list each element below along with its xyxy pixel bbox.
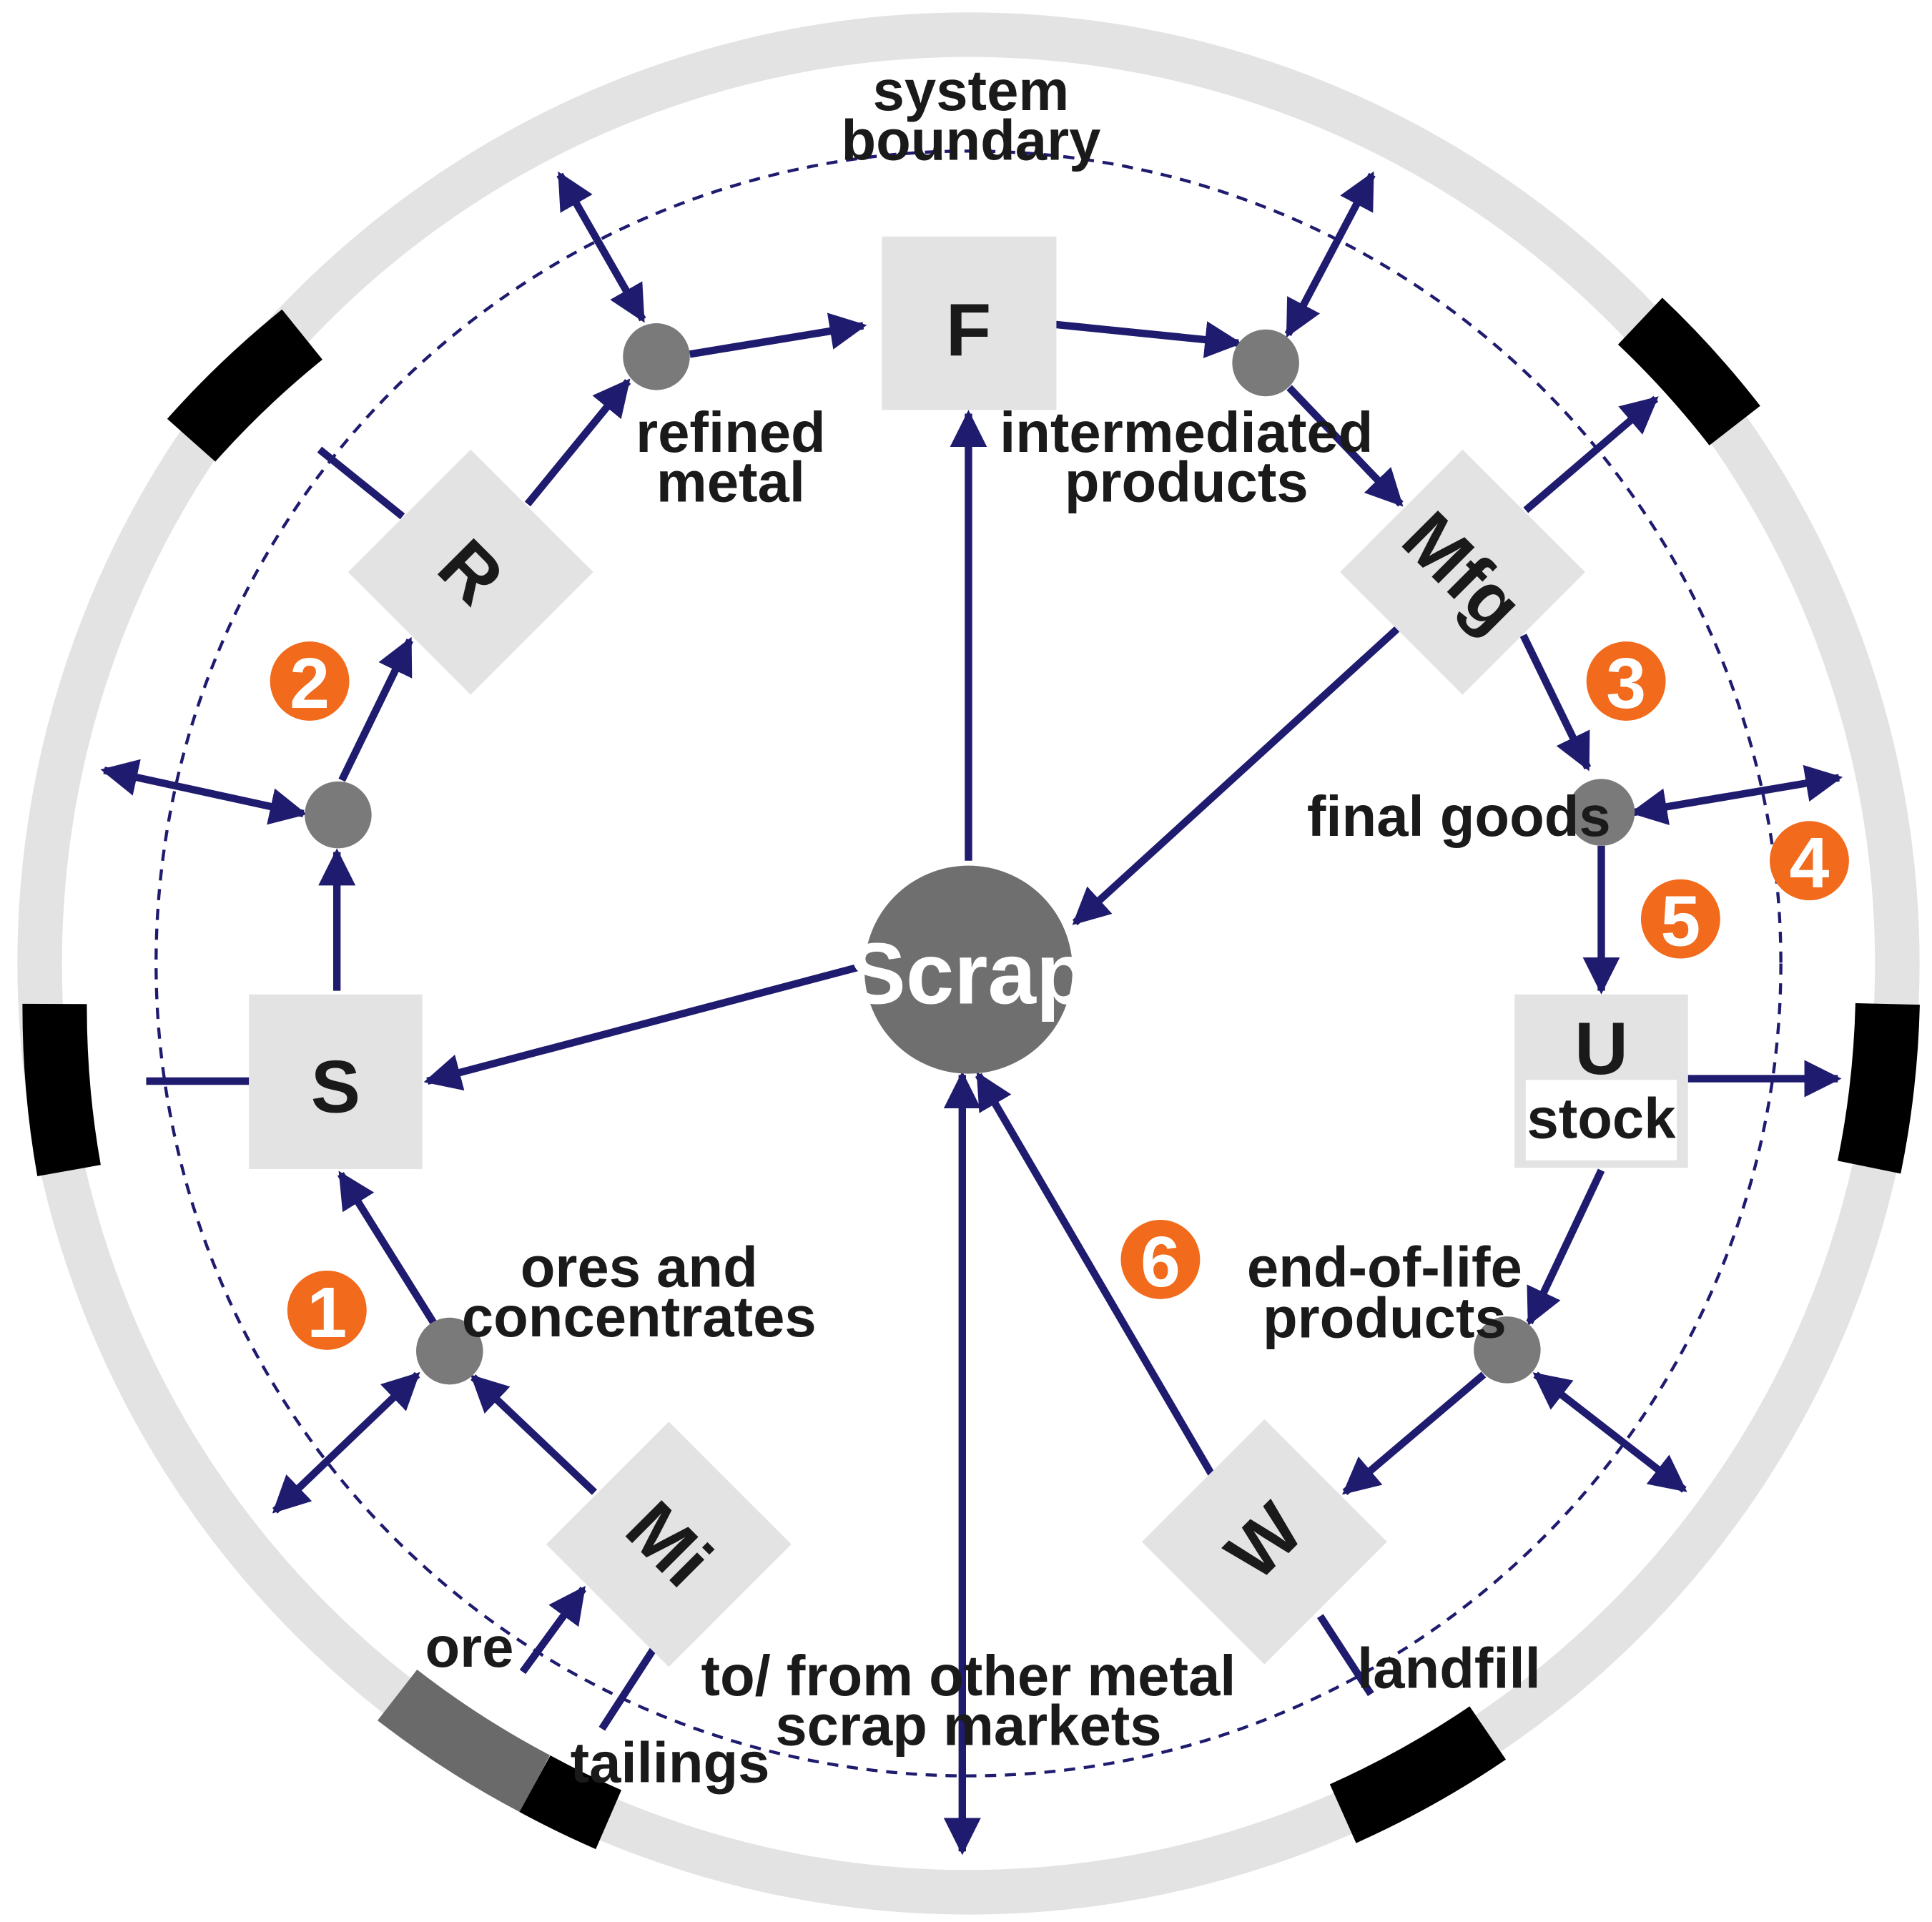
flow-Mfg-to-scrap: [1072, 626, 1400, 926]
flow-junction-to-R: [338, 636, 414, 782]
stock-box: [1525, 1080, 1677, 1160]
process-Mi: Mi: [546, 1421, 792, 1667]
junctions: [305, 323, 1635, 1385]
flow-W-to-scrap: [975, 1071, 1215, 1476]
flows: [100, 171, 1843, 1856]
label-scrap-markets-1: to/ from other metal: [701, 1644, 1236, 1707]
label-system-boundary-1: system: [873, 59, 1070, 122]
process-S: S: [249, 994, 423, 1169]
label-landfill: landfill: [1357, 1637, 1541, 1700]
process-F: F: [882, 236, 1057, 410]
badge-4-circle: [1770, 821, 1849, 901]
flow-labels: system boundary refined metal intermedia…: [425, 59, 1611, 1794]
ring-segment-top-right: [1617, 297, 1760, 446]
flow-junction-to-Mfg: [1286, 385, 1404, 507]
badge-2-circle: [270, 641, 350, 721]
label-ore: ore: [425, 1615, 514, 1679]
label-U: U: [1574, 1007, 1628, 1090]
label-end-of-life-2: products: [1263, 1286, 1507, 1350]
label-final-goods: final goods: [1307, 784, 1611, 848]
ring-segment-bottom-gray: [378, 1669, 551, 1813]
flow-final-goods-trade: [1630, 764, 1843, 826]
label-F: F: [946, 289, 991, 372]
flow-ore-trade: [272, 1371, 420, 1514]
flow-W-landfill: [1316, 1614, 1374, 1697]
ring-segment-top-left: [167, 309, 323, 462]
label-intermediated-products-1: intermediated: [1000, 400, 1373, 464]
flow-refined-trade: [556, 171, 646, 323]
junction-final-goods: [1567, 779, 1635, 846]
badge-2: 2: [290, 644, 330, 724]
flow-U-to-eol: [1526, 1168, 1605, 1326]
flow-Mfg-export: [1523, 395, 1659, 513]
badge-4: 4: [1790, 823, 1830, 903]
label-scrap-markets-2: scrap markets: [775, 1693, 1161, 1757]
flow-tailings-out: [598, 1642, 660, 1731]
junction-concentrates-to-R: [305, 781, 372, 849]
label-S: S: [311, 1046, 360, 1129]
badge-3: 3: [1606, 644, 1646, 724]
label-ores-concentrates-1: ores and: [521, 1236, 758, 1299]
flow-junction-to-S: [337, 1171, 437, 1325]
badge-1-circle: [287, 1270, 367, 1350]
box-S: [249, 994, 423, 1169]
flow-F-to-junction: [1055, 320, 1243, 358]
process-W: W: [1141, 1419, 1387, 1665]
label-refined-metal-2: metal: [656, 450, 805, 513]
flow-ore-in: [519, 1585, 587, 1675]
flow-intermediate-trade: [1284, 171, 1376, 338]
flow-Mfg-to-final-goods: [1519, 634, 1592, 772]
badge-6: 6: [1140, 1222, 1181, 1302]
label-ores-concentrates-2: concentrates: [462, 1285, 817, 1349]
outer-ring: [17, 12, 1920, 1915]
label-tailings: tailings: [571, 1730, 770, 1794]
label-intermediated-products-2: products: [1065, 450, 1308, 513]
badge-3-circle: [1586, 641, 1666, 721]
label-end-of-life-1: end-of-life: [1247, 1236, 1522, 1299]
flow-eol-to-W: [1342, 1371, 1487, 1495]
scrap-circle: [864, 865, 1073, 1074]
junction-refined-metal: [623, 323, 690, 390]
ring-segment-bottom-right: [1329, 1706, 1507, 1843]
flow-junction-to-F: [689, 312, 867, 358]
flow-R-to-junction: [524, 378, 631, 507]
process-R: R: [348, 449, 593, 695]
junction-end-of-life: [1474, 1316, 1541, 1384]
flow-junction-trade-left: [100, 759, 307, 825]
box-F: [882, 236, 1057, 410]
ring-segment-left: [22, 1003, 101, 1176]
badge-5: 5: [1660, 882, 1700, 962]
badge-5-circle: [1640, 879, 1720, 959]
flow-eol-trade: [1532, 1371, 1687, 1493]
label-stock: stock: [1527, 1087, 1676, 1150]
label-system-boundary-2: boundary: [841, 108, 1100, 172]
flow-R-slag: [317, 446, 405, 520]
junction-intermediate-products: [1232, 329, 1299, 397]
label-scrap: Scrap: [848, 925, 1089, 1022]
flow-scrap-to-S: [423, 962, 864, 1091]
stage-badges: 1 2 3 4 5 6: [270, 641, 1849, 1353]
scrap-hub: Scrap: [848, 865, 1089, 1074]
ring-segment-bottom-left: [519, 1755, 622, 1850]
ring-segments: [22, 297, 1920, 1850]
badge-6-circle: [1120, 1219, 1201, 1299]
label-refined-metal-1: refined: [636, 400, 826, 464]
badge-1: 1: [307, 1273, 347, 1353]
ring-segment-right: [1837, 1002, 1920, 1174]
flow-Mi-to-junction: [470, 1374, 597, 1495]
junction-ores-concentrates: [416, 1317, 483, 1385]
process-U: U stock: [1514, 994, 1688, 1168]
